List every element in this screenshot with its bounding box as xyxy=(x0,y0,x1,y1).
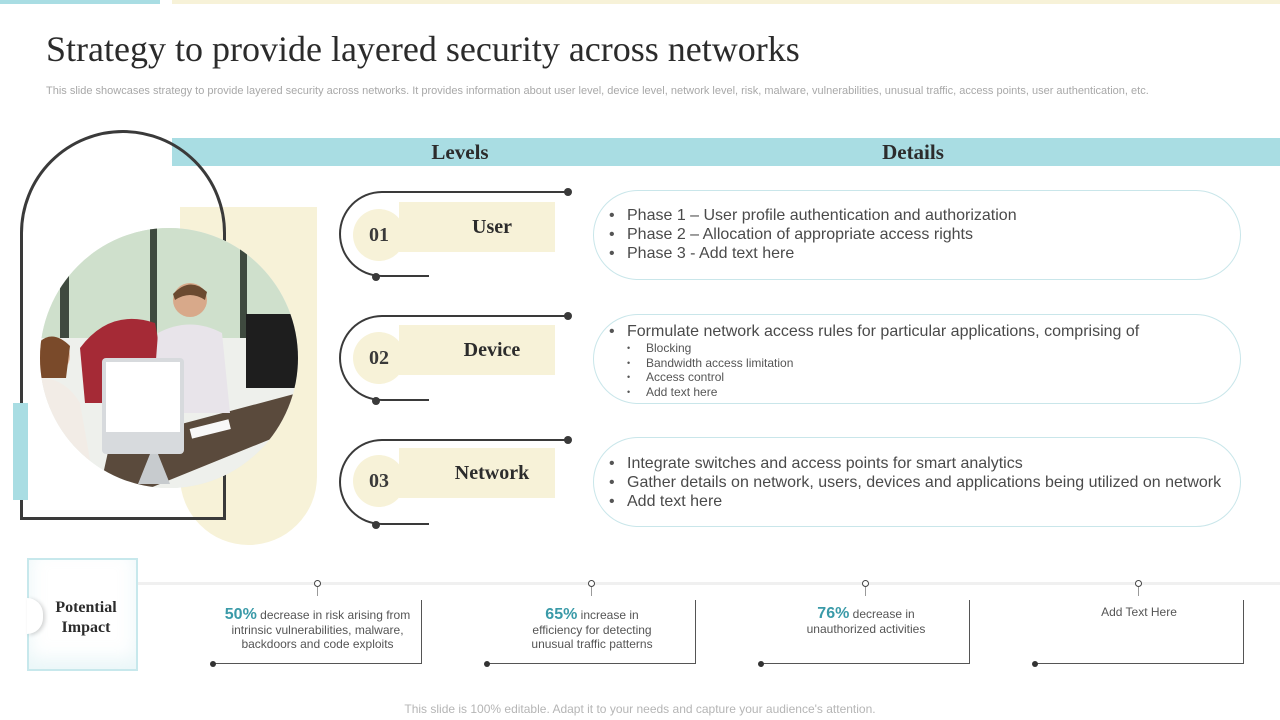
detail-bullet: Phase 1 – User profile authentication an… xyxy=(607,206,1017,225)
detail-bullet: Add text here xyxy=(607,492,1221,511)
impact-text-line1: increase in xyxy=(577,608,639,622)
office-photo xyxy=(40,228,298,488)
impact-percent: 65% xyxy=(545,606,578,623)
impact-bracket-dot-3 xyxy=(758,661,764,667)
detail-bullet: Gather details on network, users, device… xyxy=(607,473,1221,492)
detail-sub-bullet: Blocking xyxy=(627,341,1139,356)
impact-text-rest: intrinsic vulnerabilities, malware, back… xyxy=(231,622,404,652)
impact-percent: 76% xyxy=(817,605,850,622)
impact-bracket-dot-2 xyxy=(484,661,490,667)
impact-percent: 50% xyxy=(224,606,257,623)
header-band xyxy=(172,138,1280,166)
impact-text-rest: efficiency for detecting unusual traffic… xyxy=(531,622,653,652)
detail-list-device: Formulate network access rules for parti… xyxy=(607,322,1139,399)
office-illustration xyxy=(40,228,298,488)
impact-stem-2 xyxy=(591,587,592,596)
detail-bullet: Integrate switches and access points for… xyxy=(607,454,1221,473)
level-dot-bottom-2 xyxy=(372,397,380,405)
impact-item-3: 76% decrease in unauthorized activities xyxy=(776,605,956,636)
level-dot-top-1 xyxy=(564,188,572,196)
level-number-2: 02 xyxy=(353,332,405,384)
detail-bullet: Phase 3 - Add text here xyxy=(607,244,1017,263)
impact-item-2: 65% increase in efficiency for detecting… xyxy=(517,606,667,652)
level-arc-line-2 xyxy=(382,315,568,317)
impact-item-4: Add Text Here xyxy=(1064,605,1214,620)
detail-list-network: Integrate switches and access points for… xyxy=(607,454,1221,511)
level-number-3: 03 xyxy=(353,455,405,507)
impact-bracket-3 xyxy=(761,600,970,664)
level-arc-line-3 xyxy=(382,439,568,441)
level-dot-top-3 xyxy=(564,436,572,444)
impact-text-rest: unauthorized activities xyxy=(806,621,926,636)
level-label-user: User xyxy=(399,202,555,252)
level-arc-line-1 xyxy=(382,191,568,193)
detail-sub-bullet: Bandwidth access limitation xyxy=(627,356,1139,371)
detail-bullet: Formulate network access rules for parti… xyxy=(607,322,1139,341)
impact-bracket-dot-4 xyxy=(1032,661,1038,667)
detail-sub-bullet: Access control xyxy=(627,370,1139,385)
impact-knob xyxy=(27,598,43,634)
impact-pin-2 xyxy=(588,580,595,587)
impact-pin-1 xyxy=(314,580,321,587)
detail-list-user: Phase 1 – User profile authentication an… xyxy=(607,206,1017,263)
impact-stem-3 xyxy=(865,587,866,596)
top-accent-bar-teal xyxy=(0,0,160,4)
impact-pin-3 xyxy=(862,580,869,587)
slide-title: Strategy to provide layered security acr… xyxy=(46,29,800,69)
impact-bracket-1 xyxy=(213,600,422,664)
slide-footer: This slide is 100% editable. Adapt it to… xyxy=(404,702,876,716)
level-dot-bottom-3 xyxy=(372,521,380,529)
decorative-teal-strip xyxy=(13,403,28,500)
impact-item-1: 50% decrease in risk arising from intrin… xyxy=(213,606,422,652)
level-label-network: Network xyxy=(399,448,555,498)
impact-label: Potential Impact xyxy=(55,599,117,636)
detail-bullet: Phase 2 – Allocation of appropriate acce… xyxy=(607,225,1017,244)
impact-bracket-4 xyxy=(1035,600,1244,664)
impact-bracket-dot-1 xyxy=(210,661,216,667)
level-number-1: 01 xyxy=(353,209,405,261)
impact-text-line1: decrease in xyxy=(849,607,915,621)
impact-text-line1: Add Text Here xyxy=(1101,605,1177,619)
header-details: Details xyxy=(882,140,944,164)
level-dot-bottom-1 xyxy=(372,273,380,281)
impact-stem-4 xyxy=(1138,587,1139,596)
impact-label-box xyxy=(27,558,138,671)
top-accent-bar-cream xyxy=(172,0,1280,4)
detail-sub-bullet: Add text here xyxy=(627,385,1139,400)
impact-bracket-2 xyxy=(487,600,696,664)
level-label-device: Device xyxy=(399,325,555,375)
level-dot-top-2 xyxy=(564,312,572,320)
impact-text-line1: decrease in risk arising from xyxy=(256,608,411,622)
header-levels: Levels xyxy=(431,140,489,164)
impact-pin-4 xyxy=(1135,580,1142,587)
impact-timeline xyxy=(138,582,1280,585)
slide-subtitle: This slide showcases strategy to provide… xyxy=(46,85,1149,97)
impact-stem-1 xyxy=(317,587,318,596)
